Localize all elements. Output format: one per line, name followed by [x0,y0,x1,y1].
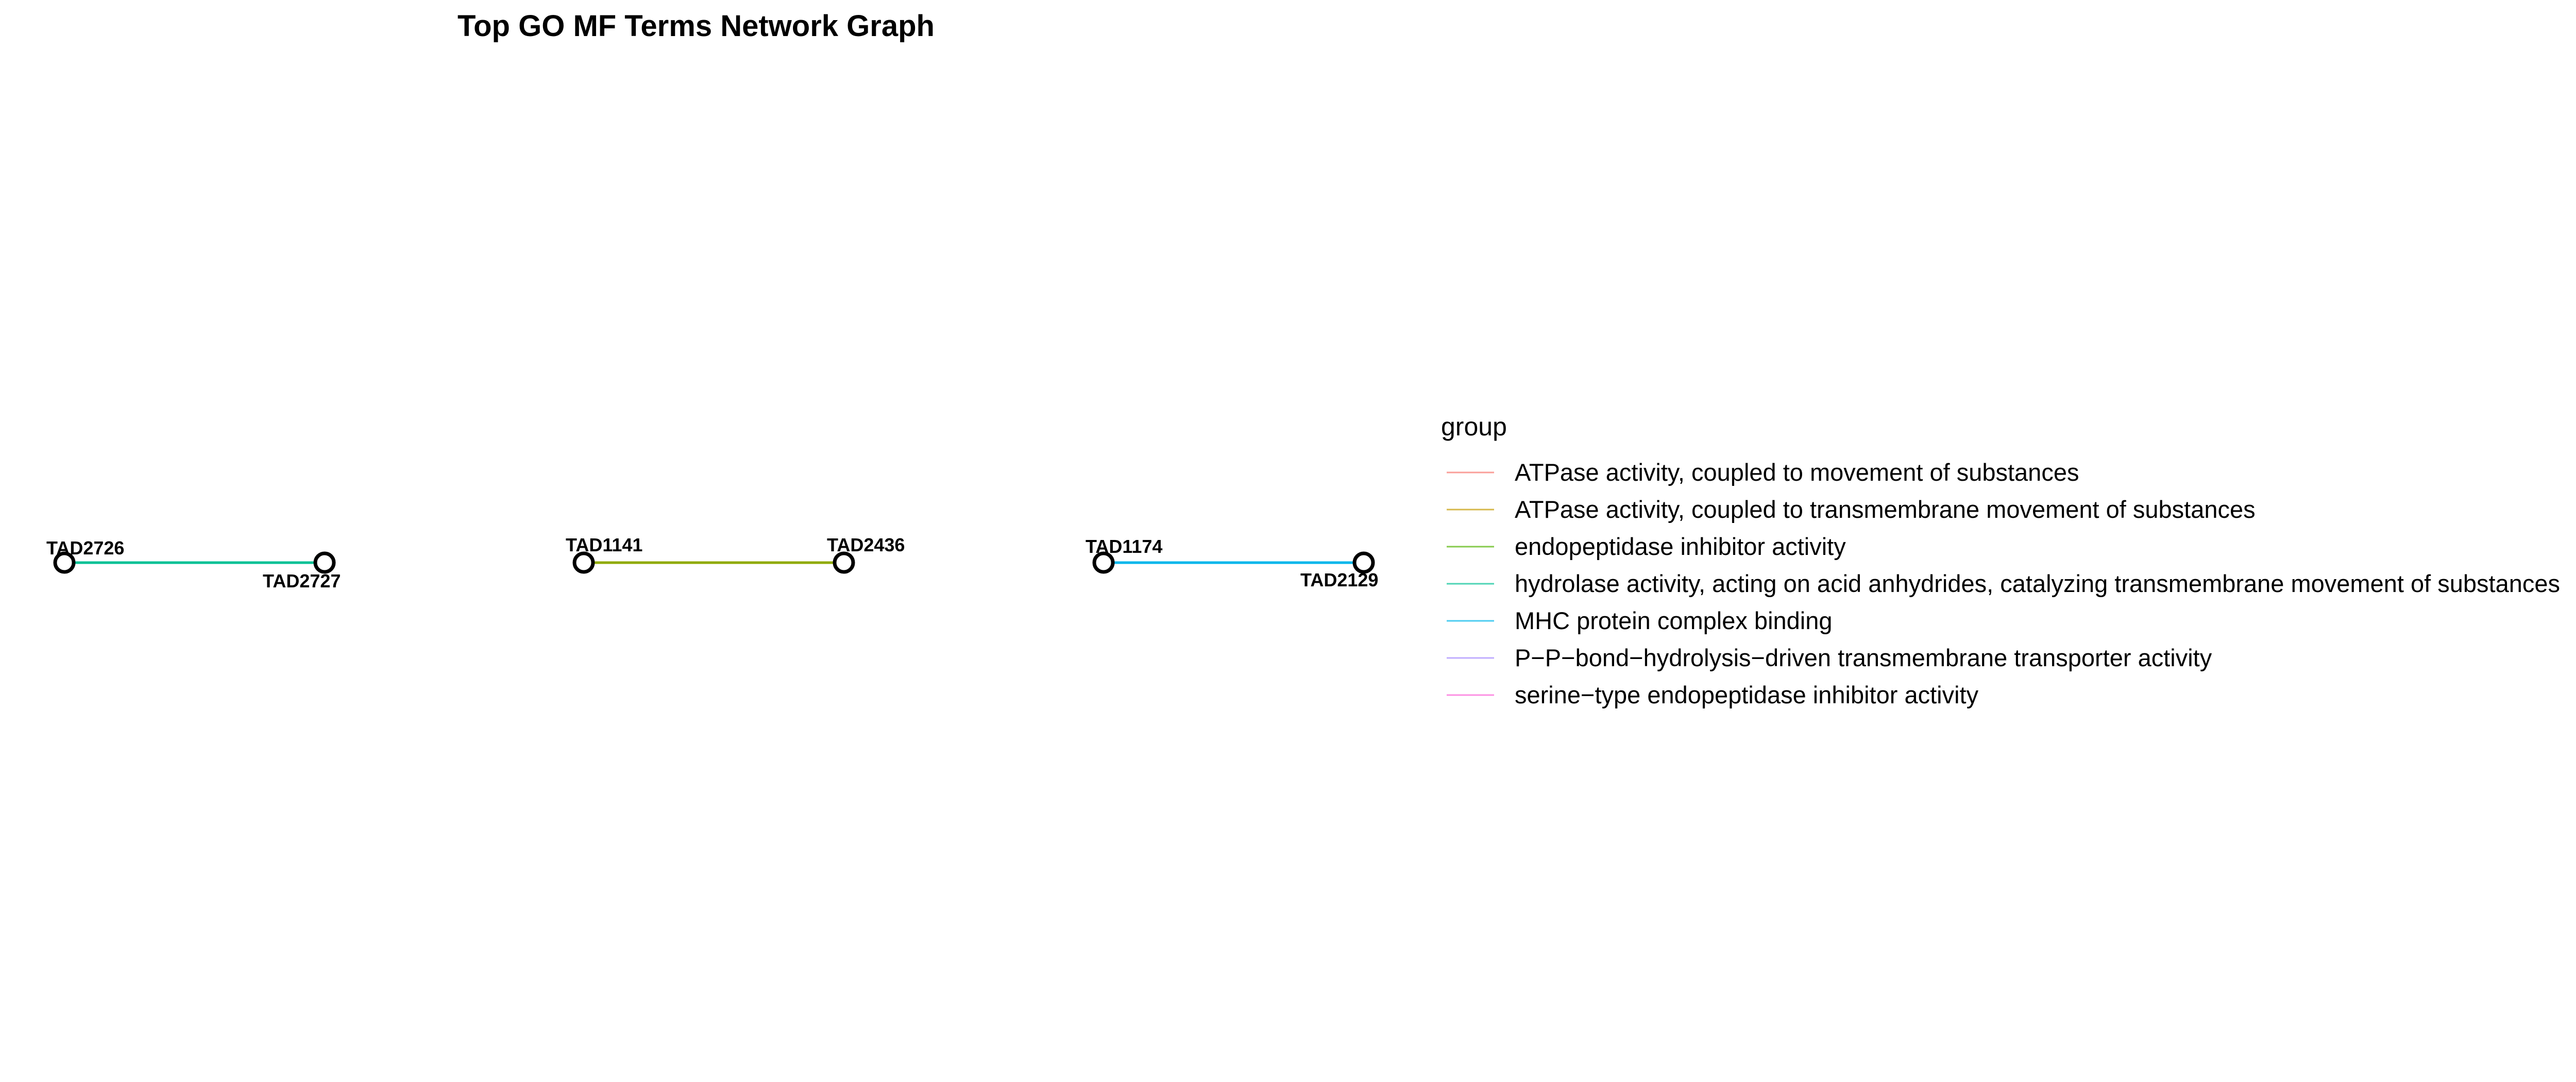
legend-label-2: endopeptidase inhibitor activity [1515,533,1846,560]
node-TAD2726 [53,551,76,574]
node-TAD2129 [1352,551,1375,574]
node-TAD1141 [572,551,595,574]
legend: group ATPase activity, coupled to moveme… [1441,412,2560,708]
legend-label-5: P−P−bond−hydrolysis−driven transmembrane… [1515,644,2212,671]
node-TAD2727 [313,551,336,574]
node-label-TAD1174: TAD1174 [1086,536,1162,557]
legend-label-0: ATPase activity, coupled to movement of … [1515,459,2079,486]
node-TAD1174 [1092,551,1115,574]
legend-label-6: serine−type endopeptidase inhibitor acti… [1515,681,1979,708]
node-label-TAD2436: TAD2436 [827,534,905,555]
node-layer [53,551,1375,574]
legend-label-3: hydrolase activity, acting on acid anhyd… [1515,570,2560,597]
legend-title: group [1441,412,1507,441]
node-label-TAD2129: TAD2129 [1300,569,1378,590]
legend-label-1: ATPase activity, coupled to transmembran… [1515,496,2256,523]
chart-title: Top GO MF Terms Network Graph [457,9,935,43]
node-label-TAD2727: TAD2727 [263,570,341,591]
node-TAD2436 [833,551,855,574]
node-label-TAD1141: TAD1141 [566,534,642,555]
legend-label-4: MHC protein complex binding [1515,607,1833,634]
node-label-TAD2726: TAD2726 [46,537,124,559]
